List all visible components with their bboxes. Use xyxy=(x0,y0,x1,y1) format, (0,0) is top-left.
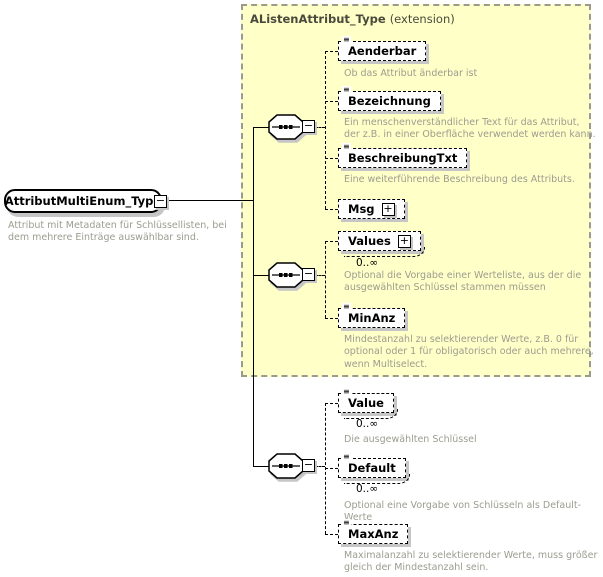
element-aenderbar[interactable]: ≡ Aenderbar xyxy=(338,36,427,61)
text-content-icon: ≡ xyxy=(342,387,351,396)
element-description: Ob das Attribut änderbar ist xyxy=(344,68,478,79)
connector-trunk xyxy=(253,127,254,466)
element-description: Die ausgewählten Schlüssel xyxy=(344,434,477,445)
connector-dashed xyxy=(325,241,326,318)
text-content-icon: ≡ xyxy=(342,85,351,94)
extension-panel: AListenAttribut_Type(extension) xyxy=(241,4,591,377)
connector-dashed xyxy=(325,158,338,159)
text-content-icon: ≡ xyxy=(342,452,351,461)
element-name: MaxAnz xyxy=(348,527,399,541)
element-description: Eine weiterführende Beschreibung des Att… xyxy=(344,174,575,185)
sequence-compositor xyxy=(268,114,304,140)
expand-icon[interactable]: + xyxy=(397,233,411,248)
extension-type-name: AListenAttribut_Type xyxy=(250,12,386,26)
element-name: BeschreibungTxt xyxy=(348,151,458,165)
connector-line xyxy=(253,127,270,128)
element-description: Optional eine Vorgabe von Schlüsseln als… xyxy=(344,500,582,524)
element-description: Mindestanzahl zu selektierender Werte, z… xyxy=(344,334,594,370)
collapse-icon[interactable]: − xyxy=(302,119,315,133)
connector-dashed xyxy=(325,318,338,319)
sequence-compositor xyxy=(268,262,304,288)
text-content-icon: ≡ xyxy=(342,518,351,527)
connector-dashed xyxy=(325,468,338,469)
element-name: Aenderbar xyxy=(348,44,417,58)
element-description: Attribut mit Metadaten für Schlüssellist… xyxy=(8,220,227,244)
element-description: Ein menschenverständlicher Text für das … xyxy=(344,117,596,141)
text-content-icon: ≡ xyxy=(342,142,351,151)
sequence-icon xyxy=(268,262,304,288)
collapse-icon[interactable]: − xyxy=(302,267,315,281)
text-content-icon: ≡ xyxy=(342,35,351,44)
element-name: Default xyxy=(348,461,396,475)
occurrence-label: 0..∞ xyxy=(356,483,379,495)
connector-dashed xyxy=(325,241,338,242)
text-content-icon: ≡ xyxy=(342,302,351,311)
element-attributmultienum-type[interactable]: AttributMultiEnum_Type xyxy=(4,189,162,213)
occurrence-label: 0..∞ xyxy=(356,257,379,269)
connector-dashed xyxy=(315,466,325,467)
occurrence-label: 0..∞ xyxy=(356,418,379,430)
connector-line xyxy=(253,466,270,467)
connector-dashed xyxy=(315,127,325,128)
connector-dashed xyxy=(325,209,338,210)
extension-label: (extension) xyxy=(389,12,455,26)
element-beschreibungtxt[interactable]: ≡ BeschreibungTxt xyxy=(338,143,468,168)
connector-dashed xyxy=(325,403,338,404)
sequence-compositor xyxy=(268,453,304,479)
expand-icon[interactable]: + xyxy=(381,201,395,216)
element-values[interactable]: Values + xyxy=(338,231,425,257)
element-maxanz[interactable]: ≡ MaxAnz xyxy=(338,519,409,544)
element-name: Values xyxy=(348,234,391,248)
element-name: Bezeichnung xyxy=(348,94,431,108)
element-value[interactable]: ≡ Value xyxy=(338,388,398,419)
element-bezeichnung[interactable]: ≡ Bezeichnung xyxy=(338,86,441,111)
collapse-icon[interactable]: − xyxy=(154,194,167,208)
extension-panel-title: AListenAttribut_Type(extension) xyxy=(250,12,455,26)
connector-dashed xyxy=(325,51,326,209)
element-name: Value xyxy=(348,396,384,410)
element-description: Optional die Vorgabe einer Werteliste, a… xyxy=(344,270,582,294)
connector-dashed xyxy=(325,534,338,535)
element-minanz[interactable]: ≡ MinAnz xyxy=(338,303,406,328)
connector-line xyxy=(166,200,253,201)
element-name: MinAnz xyxy=(348,311,396,325)
element-default[interactable]: ≡ Default xyxy=(338,453,410,484)
element-name: Msg xyxy=(348,202,375,216)
connector-dashed xyxy=(325,51,338,52)
sequence-icon xyxy=(268,453,304,479)
element-name: AttributMultiEnum_Type xyxy=(4,194,162,208)
element-msg[interactable]: Msg + xyxy=(338,199,405,219)
collapse-icon[interactable]: − xyxy=(302,458,315,472)
connector-dashed xyxy=(315,275,325,276)
connector-dashed xyxy=(325,101,338,102)
sequence-icon xyxy=(268,114,304,140)
element-description: Maximalanzahl zu selektierender Werte, m… xyxy=(344,550,598,574)
connector-line xyxy=(253,275,270,276)
